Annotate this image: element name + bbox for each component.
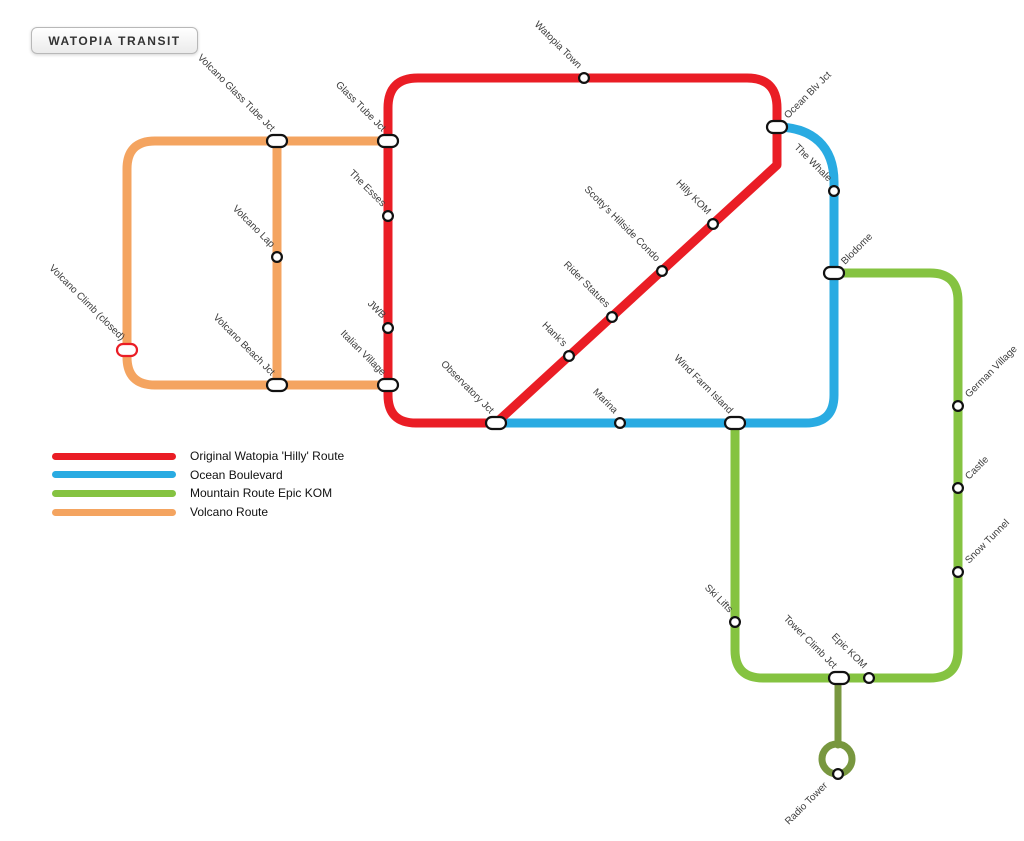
station-volcano-glass-tube-jct-label: Volcano Glass Tube Jct bbox=[195, 52, 277, 134]
legend-label-mountain: Mountain Route Epic KOM bbox=[190, 486, 333, 501]
legend-swatch-red bbox=[52, 452, 176, 460]
station-blodome-label: Blodome bbox=[839, 231, 875, 267]
station-hilly-kom-label: Hilly KOM bbox=[673, 178, 712, 217]
station-volcano-beach-jct-marker bbox=[265, 377, 289, 393]
station-watopia-town-marker bbox=[577, 71, 590, 84]
station-scotty-s-hillside-condo-marker bbox=[655, 265, 668, 278]
station-glass-tube-jct-marker bbox=[376, 133, 400, 149]
legend-item-mountain: Mountain Route Epic KOM bbox=[52, 484, 344, 503]
station-tower-climb-jct-marker bbox=[827, 670, 851, 686]
station-ocean-blv-jct-label: Ocean Blv Jct bbox=[782, 70, 834, 122]
legend-swatch-orange bbox=[52, 508, 176, 516]
route-radio-tower-spur bbox=[818, 674, 856, 778]
station-radio-tower-marker bbox=[831, 767, 844, 780]
station-the-esses-label: The Esses bbox=[346, 168, 387, 209]
station-the-esses-marker bbox=[382, 210, 395, 223]
route-hilly-path bbox=[383, 73, 782, 428]
station-hank-s-label: Hank's bbox=[539, 320, 568, 349]
route-ocean-blvd-path bbox=[491, 122, 839, 428]
legend-item-ocean-blvd: Ocean Boulevard bbox=[52, 466, 344, 485]
legend-swatch-green bbox=[52, 489, 176, 497]
station-observatory-jct-label: Observatory Jct bbox=[438, 359, 495, 416]
station-hilly-kom-marker bbox=[706, 218, 719, 231]
station-volcano-beach-jct-label: Volcano Beach Jct bbox=[211, 312, 277, 378]
station-volcano-climb-closed-label: Volcano Climb (closed) bbox=[47, 263, 127, 343]
station-tower-climb-jct-label: Tower Climb Jct bbox=[781, 613, 839, 671]
station-snow-tunnel-marker bbox=[951, 565, 964, 578]
station-hank-s-marker bbox=[562, 350, 575, 363]
station-scotty-s-hillside-condo-label: Scotty's Hillside Condo bbox=[582, 184, 662, 264]
station-jwb-marker bbox=[382, 322, 395, 335]
station-radio-tower-label: Radio Tower bbox=[783, 780, 830, 827]
station-italian-village-label: Italian Village bbox=[338, 328, 388, 378]
station-markers-layer bbox=[115, 71, 964, 780]
station-blodome-marker bbox=[822, 265, 846, 281]
station-glass-tube-jct-label: Glass Tube Jct bbox=[333, 80, 388, 135]
legend: Original Watopia 'Hilly' Route Ocean Bou… bbox=[52, 447, 344, 521]
station-german-village-label: German Village bbox=[963, 343, 1020, 400]
station-ocean-blv-jct-marker bbox=[765, 119, 789, 135]
station-observatory-jct-marker bbox=[484, 415, 508, 431]
station-watopia-town-label: Watopia Town bbox=[532, 19, 584, 71]
station-italian-village-marker bbox=[376, 377, 400, 393]
station-rider-statues-label: Rider Statues bbox=[561, 259, 612, 310]
station-the-whale-marker bbox=[827, 185, 840, 198]
station-ski-lifts-marker bbox=[728, 615, 741, 628]
legend-label-ocean-blvd: Ocean Boulevard bbox=[190, 467, 283, 482]
station-snow-tunnel-label: Snow Tunnel bbox=[963, 517, 1012, 566]
legend-item-volcano: Volcano Route bbox=[52, 503, 344, 522]
station-castle-marker bbox=[951, 482, 964, 495]
station-volcano-lap-label: Volcano Lap bbox=[230, 203, 277, 250]
station-volcano-glass-tube-jct-marker bbox=[265, 133, 289, 149]
legend-label-volcano: Volcano Route bbox=[190, 505, 269, 520]
legend-label-hilly: Original Watopia 'Hilly' Route bbox=[190, 449, 345, 464]
station-marina-marker bbox=[613, 417, 626, 430]
map-title-box: WATOPIA TRANSIT bbox=[31, 27, 198, 54]
station-marina-label: Marina bbox=[590, 387, 620, 417]
station-castle-label: Castle bbox=[963, 454, 991, 482]
station-volcano-climb-closed-marker bbox=[115, 342, 139, 358]
station-ski-lifts-label: Ski Lifts bbox=[702, 583, 735, 616]
station-epic-kom-marker bbox=[862, 671, 875, 684]
station-wind-farm-island-marker bbox=[723, 415, 747, 431]
station-volcano-lap-marker bbox=[271, 251, 284, 264]
legend-item-hilly: Original Watopia 'Hilly' Route bbox=[52, 447, 344, 466]
station-wind-farm-island-label: Wind Farm Island bbox=[671, 353, 734, 416]
legend-swatch-blue bbox=[52, 471, 176, 479]
route-mountain-path bbox=[730, 268, 963, 683]
station-rider-statues-marker bbox=[605, 311, 618, 324]
map-title: WATOPIA TRANSIT bbox=[48, 33, 181, 48]
route-volcano-loop-path bbox=[122, 136, 393, 390]
station-german-village-marker bbox=[951, 400, 964, 413]
